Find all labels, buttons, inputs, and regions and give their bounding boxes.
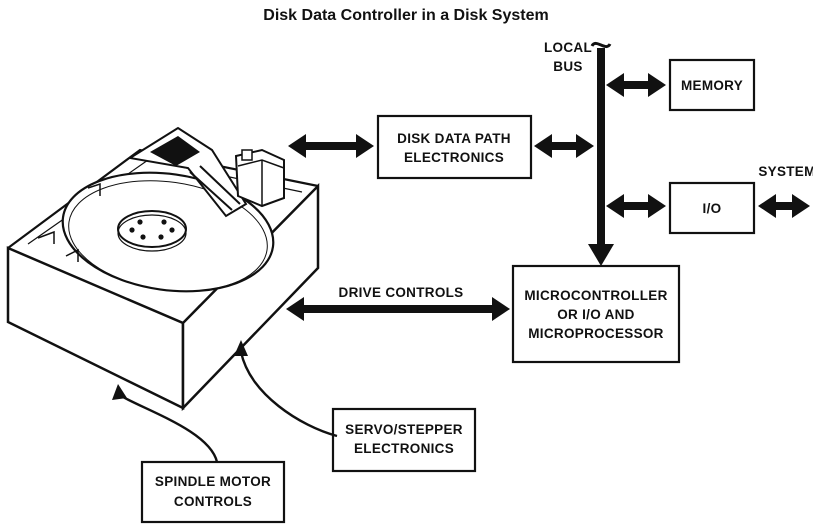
io-label: I/O xyxy=(703,201,722,216)
servo-stepper-block xyxy=(331,407,477,473)
memory-block xyxy=(668,58,756,112)
local-bus-label-2: BUS xyxy=(553,59,582,74)
servo-connector xyxy=(234,340,338,438)
disk-data-path-block xyxy=(376,114,533,180)
microcontroller-label-3: MICROPROCESSOR xyxy=(528,326,663,341)
data-path-to-bus-arrow xyxy=(534,134,594,158)
microcontroller-block xyxy=(511,264,681,364)
io-block xyxy=(668,181,756,235)
system-label: SYSTEM xyxy=(758,164,813,179)
microcontroller-label-1: MICROCONTROLLER xyxy=(524,288,667,303)
spindle-motor-label-2: CONTROLS xyxy=(174,494,252,509)
io-to-system-arrow xyxy=(758,194,810,218)
memory-label: MEMORY xyxy=(681,78,743,93)
drive-to-data-path-arrow xyxy=(288,134,374,158)
disk-data-path-label-2: ELECTRONICS xyxy=(404,150,504,165)
drive-controls-label: DRIVE CONTROLS xyxy=(339,285,464,300)
local-bus xyxy=(588,41,614,266)
bus-to-io-arrow xyxy=(606,194,666,218)
servo-stepper-label-2: ELECTRONICS xyxy=(354,441,454,456)
diagram-title: Disk Data Controller in a Disk System xyxy=(263,7,548,24)
spindle-connector xyxy=(112,384,219,463)
drive-controls-arrow xyxy=(286,297,510,321)
bus-to-memory-arrow xyxy=(606,73,666,97)
spindle-motor-block xyxy=(140,460,286,524)
spindle-motor-label-1: SPINDLE MOTOR xyxy=(155,474,271,489)
local-bus-label-1: LOCAL xyxy=(544,40,592,55)
servo-stepper-label-1: SERVO/STEPPER xyxy=(345,422,463,437)
disk-data-path-label-1: DISK DATA PATH xyxy=(397,131,511,146)
disk-drive-illustration xyxy=(6,126,320,412)
microcontroller-label-2: OR I/O AND xyxy=(557,307,635,322)
